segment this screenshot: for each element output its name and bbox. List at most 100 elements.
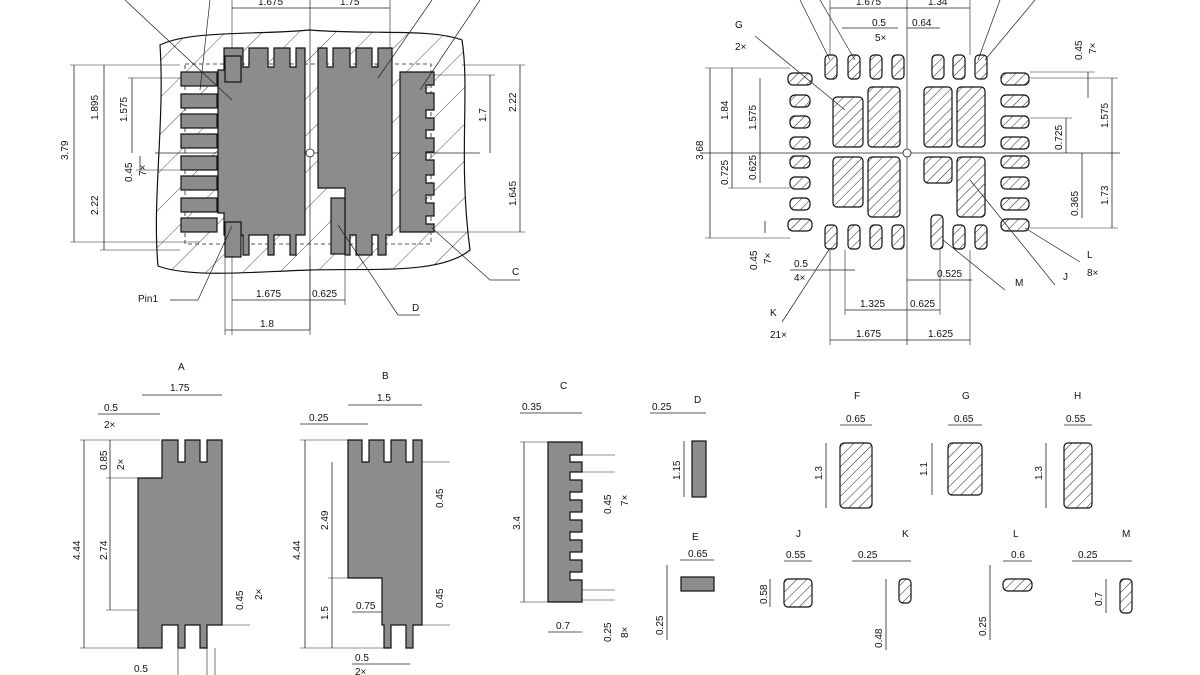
dim-1675-top: 1.675	[258, 0, 283, 8]
pad-f	[867, 86, 901, 148]
pad-k	[869, 224, 883, 250]
pad-b	[317, 47, 393, 256]
dim-r-05-b: 0.5	[794, 259, 808, 270]
detail-c-rb: 0.25	[603, 622, 614, 642]
dim-18: 1.8	[260, 319, 274, 330]
pad-k	[869, 54, 883, 80]
dim-r-045-r: 0.45	[1074, 40, 1085, 60]
detail-k-t: 0.25	[858, 550, 878, 561]
dim-r-4x: 4×	[794, 273, 806, 284]
detail-g-pad	[947, 442, 983, 496]
pad-f	[867, 156, 901, 218]
detail-a-r: 0.45	[235, 590, 246, 610]
dim-r-05: 0.5	[872, 18, 886, 29]
detail-d: D 0.25 1.15	[650, 395, 707, 498]
pad-k	[789, 176, 811, 190]
dim-r-0525: 0.525	[937, 269, 962, 280]
dim-222-left: 2.22	[90, 195, 101, 215]
pad-m	[930, 214, 944, 250]
detail-k-h: 0.48	[874, 628, 885, 648]
pad-l	[1000, 155, 1030, 169]
pad-l	[1000, 136, 1030, 150]
pad-k	[789, 94, 811, 108]
pad-g	[832, 96, 864, 148]
detail-b-h2: 1.5	[320, 606, 331, 620]
label-pin1: Pin1	[138, 294, 158, 305]
detail-l-h: 0.25	[978, 616, 989, 636]
detail-l: L 0.6 0.25	[978, 529, 1033, 640]
detail-c-rm: 7×	[620, 494, 631, 506]
dim-222-right: 2.22	[508, 92, 519, 112]
detail-f-h: 1.3	[814, 466, 825, 480]
dim-r-134-top: 1.34	[928, 0, 948, 8]
detail-b-w: 1.5	[377, 393, 391, 404]
pad-l	[1000, 197, 1030, 211]
pads-k-top	[824, 54, 988, 80]
pad-c	[399, 71, 435, 233]
pad-k	[974, 224, 988, 250]
dim-175-top: 1.75	[340, 0, 360, 8]
dim-045-7x: 0.45	[124, 162, 135, 182]
pad-e	[180, 155, 218, 171]
pad-k	[952, 54, 966, 80]
dim-379: 3.79	[60, 140, 71, 160]
detail-a-h: 4.44	[72, 540, 83, 560]
detail-b-mid: 0.75	[356, 601, 376, 612]
package-dashed-outline	[184, 63, 432, 245]
detail-e: E 0.65 0.25	[655, 532, 715, 640]
detail-c-title: C	[560, 381, 567, 392]
detail-d-h: 1.15	[672, 460, 683, 480]
label-j: J	[1063, 272, 1068, 283]
pads-center	[832, 86, 986, 218]
detail-k-title: K	[902, 529, 909, 540]
detail-b-h: 4.44	[292, 540, 303, 560]
detail-g: G 0.65 1.1	[919, 391, 983, 496]
detail-g-h: 1.1	[919, 462, 930, 476]
detail-c-w: 0.7	[556, 621, 570, 632]
pad-a-tab-top	[224, 55, 242, 83]
dim-r-1325: 1.325	[860, 299, 885, 310]
detail-c: C 0.35 3.4 0.45 7× 0.7 0.25 8×	[512, 381, 631, 642]
detail-h: H 0.55 1.3	[1034, 391, 1093, 509]
pads-left-side	[787, 72, 813, 232]
dim-1895: 1.895	[90, 95, 101, 120]
pad-h	[956, 156, 986, 218]
dim-r-1575-r: 1.575	[1100, 103, 1111, 128]
detail-b-pad	[347, 439, 423, 649]
label-g-mult: 2×	[735, 42, 747, 53]
pad-h	[923, 86, 953, 148]
dim-r-1675-top: 1.675	[856, 0, 881, 8]
detail-h-h: 1.3	[1034, 466, 1045, 480]
pad-k	[789, 115, 811, 129]
detail-b: B 1.5 0.25 4.44 2.49 1.5 0.75 0.45 0.45 …	[292, 371, 450, 675]
detail-g-title: G	[962, 391, 970, 402]
detail-j-pad	[783, 578, 813, 608]
pad-l	[1000, 115, 1030, 129]
detail-a-pad	[137, 439, 223, 649]
detail-j-h: 0.58	[759, 584, 770, 604]
pad-e	[180, 217, 218, 233]
detail-a-w: 1.75	[170, 383, 190, 394]
detail-b-b: 0.5	[355, 653, 369, 664]
detail-b-h1: 2.49	[320, 510, 331, 530]
dim-r-0625-b: 0.625	[910, 299, 935, 310]
pad-d	[330, 197, 346, 255]
dim-r-0725-r: 0.725	[1054, 125, 1065, 150]
dim-r-184: 1.84	[720, 100, 731, 120]
dim-045-7x-mult: 7×	[138, 164, 149, 176]
dim-r-1625-b: 1.625	[928, 329, 953, 340]
detail-c-r: 0.45	[603, 494, 614, 514]
detail-d-title: D	[694, 395, 701, 406]
label-k-mult: 21×	[770, 330, 787, 341]
detail-e-pad	[680, 576, 715, 592]
pad-k	[931, 54, 945, 80]
detail-m: M 0.25 0.7	[1072, 529, 1133, 614]
dim-1675-bot: 1.675	[256, 289, 281, 300]
dim-r-0725-l: 0.725	[720, 160, 731, 185]
label-l: L	[1087, 250, 1093, 261]
detail-a-rm: 2×	[254, 588, 265, 600]
label-m: M	[1015, 278, 1023, 289]
detail-e-h: 0.25	[655, 615, 666, 635]
detail-a-h1m: 2×	[116, 458, 127, 470]
pad-k	[891, 54, 905, 80]
